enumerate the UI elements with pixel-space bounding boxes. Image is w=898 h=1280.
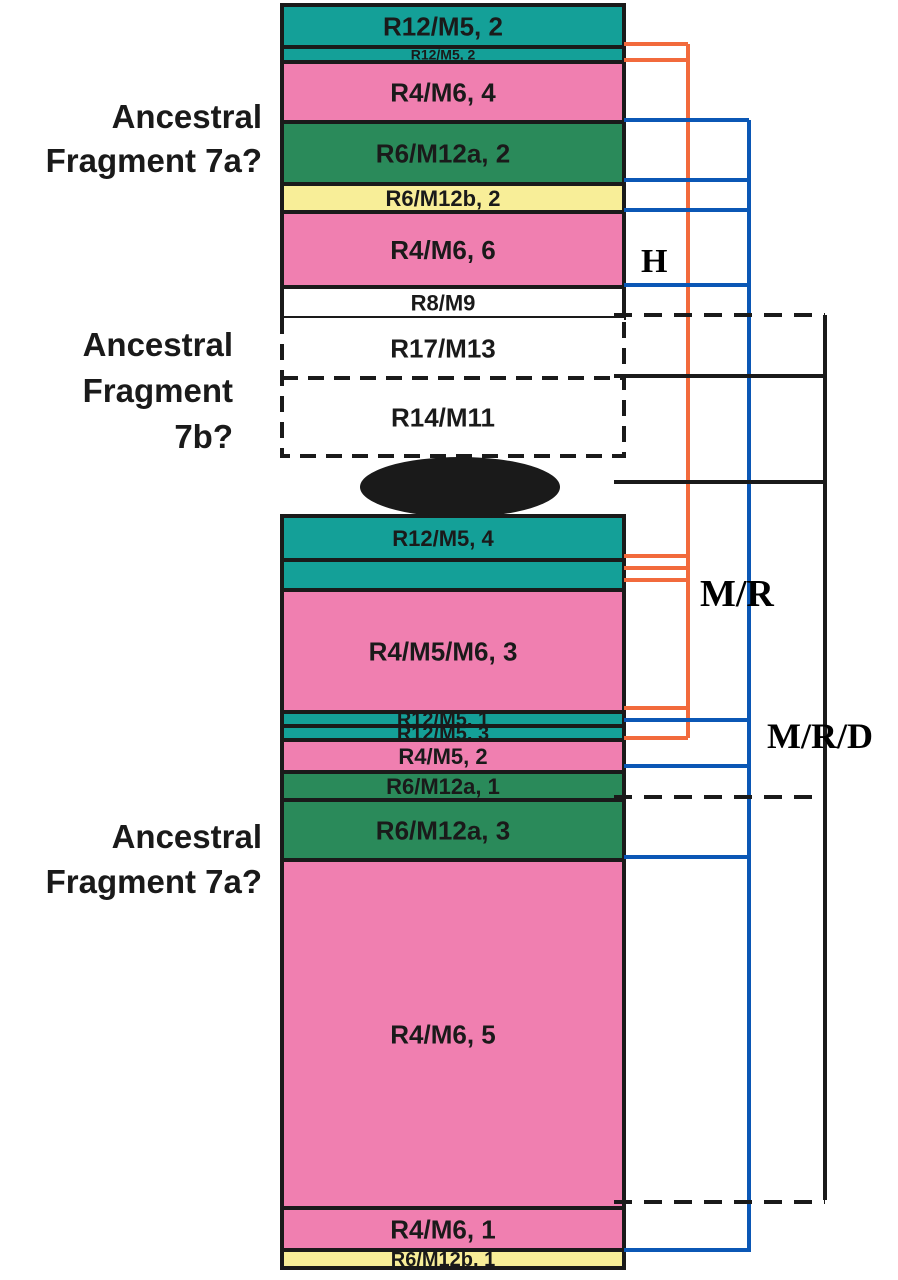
band-label: R12/M5, 4 xyxy=(392,526,494,551)
band-label: R4/M6, 4 xyxy=(390,77,496,107)
band: R4/M6, 6 xyxy=(280,210,626,289)
band-label: R4/M5/M6, 3 xyxy=(369,636,518,666)
band-stack: R12/M5, 2 R12/M5, 2 R4/M6, 4 R6/M12a, 2 R6/M… xyxy=(280,3,626,1271)
side-label-line: Fragment 7a? xyxy=(46,142,262,179)
band-rect xyxy=(280,1206,626,1252)
band-rect xyxy=(282,318,624,378)
band: R12/M5, 2 xyxy=(280,45,626,64)
side-label-fragment-7b: Ancestral Fragment 7b? xyxy=(83,326,233,455)
band-label: R4/M5, 2 xyxy=(398,744,487,769)
band-label: R8/M9 xyxy=(411,290,476,315)
band-rect xyxy=(280,798,626,862)
side-label-line: Ancestral xyxy=(112,98,262,135)
band-label: R6/M12b, 1 xyxy=(391,1249,495,1271)
band: R6/M12a, 2 xyxy=(280,120,626,186)
band-label: R6/M12b, 2 xyxy=(386,186,501,211)
side-label-line: Ancestral xyxy=(112,818,262,855)
band: R4/M6, 5 xyxy=(280,858,626,1210)
band: R4/M5/M6, 3 xyxy=(280,588,626,714)
band-rect xyxy=(280,60,626,124)
band: R17/M13 xyxy=(282,318,624,378)
band-label: R6/M12a, 3 xyxy=(376,815,510,845)
side-label-line: Fragment 7a? xyxy=(46,863,262,900)
band-label: R17/M13 xyxy=(390,333,496,363)
band-rect xyxy=(280,558,626,592)
band: R4/M5, 2 xyxy=(280,738,626,774)
side-label-line: Fragment xyxy=(83,372,233,409)
band: R6/M12b, 2 xyxy=(280,182,626,214)
band-rect xyxy=(282,378,624,456)
centromere-shape xyxy=(360,457,560,517)
band-label: R4/M6, 1 xyxy=(390,1214,496,1244)
band-rect xyxy=(280,1248,626,1270)
band: R4/M6, 1 xyxy=(280,1206,626,1252)
band: R12/M5, 2 xyxy=(280,3,626,49)
group-label-mr: M/R xyxy=(700,573,774,615)
band xyxy=(280,558,626,592)
band-label: R12/M5, 2 xyxy=(383,11,503,41)
fragment-7b-outline xyxy=(280,318,626,458)
band-rect xyxy=(280,738,626,774)
band: R12/M5, 4 xyxy=(280,514,626,562)
band-label: R6/M12a, 1 xyxy=(386,774,500,799)
band-label: R6/M12a, 2 xyxy=(376,138,510,168)
band: R14/M11 xyxy=(282,378,624,456)
band: R6/M12a, 1 xyxy=(280,770,626,802)
group-label-h: H xyxy=(641,243,667,280)
band-rect xyxy=(280,858,626,1210)
side-label-fragment-7a-top: Ancestral Fragment 7a? xyxy=(46,98,262,179)
side-label-fragment-7a-bottom: Ancestral Fragment 7a? xyxy=(46,818,262,900)
band-label: R12/M5, 2 xyxy=(411,47,476,63)
band-label: R4/M6, 5 xyxy=(390,1019,496,1049)
group-label-mrd: M/R/D xyxy=(767,716,873,756)
side-label-line: 7b? xyxy=(174,418,233,455)
band: R6/M12a, 3 xyxy=(280,798,626,862)
band-label: R14/M11 xyxy=(391,402,495,432)
connector-lines xyxy=(614,42,827,1252)
band-label: R4/M6, 6 xyxy=(390,235,496,265)
band: R6/M12b, 1 xyxy=(280,1248,626,1271)
band: R8/M9 xyxy=(280,285,626,320)
band: R4/M6, 4 xyxy=(280,60,626,124)
side-label-line: Ancestral xyxy=(83,326,233,363)
